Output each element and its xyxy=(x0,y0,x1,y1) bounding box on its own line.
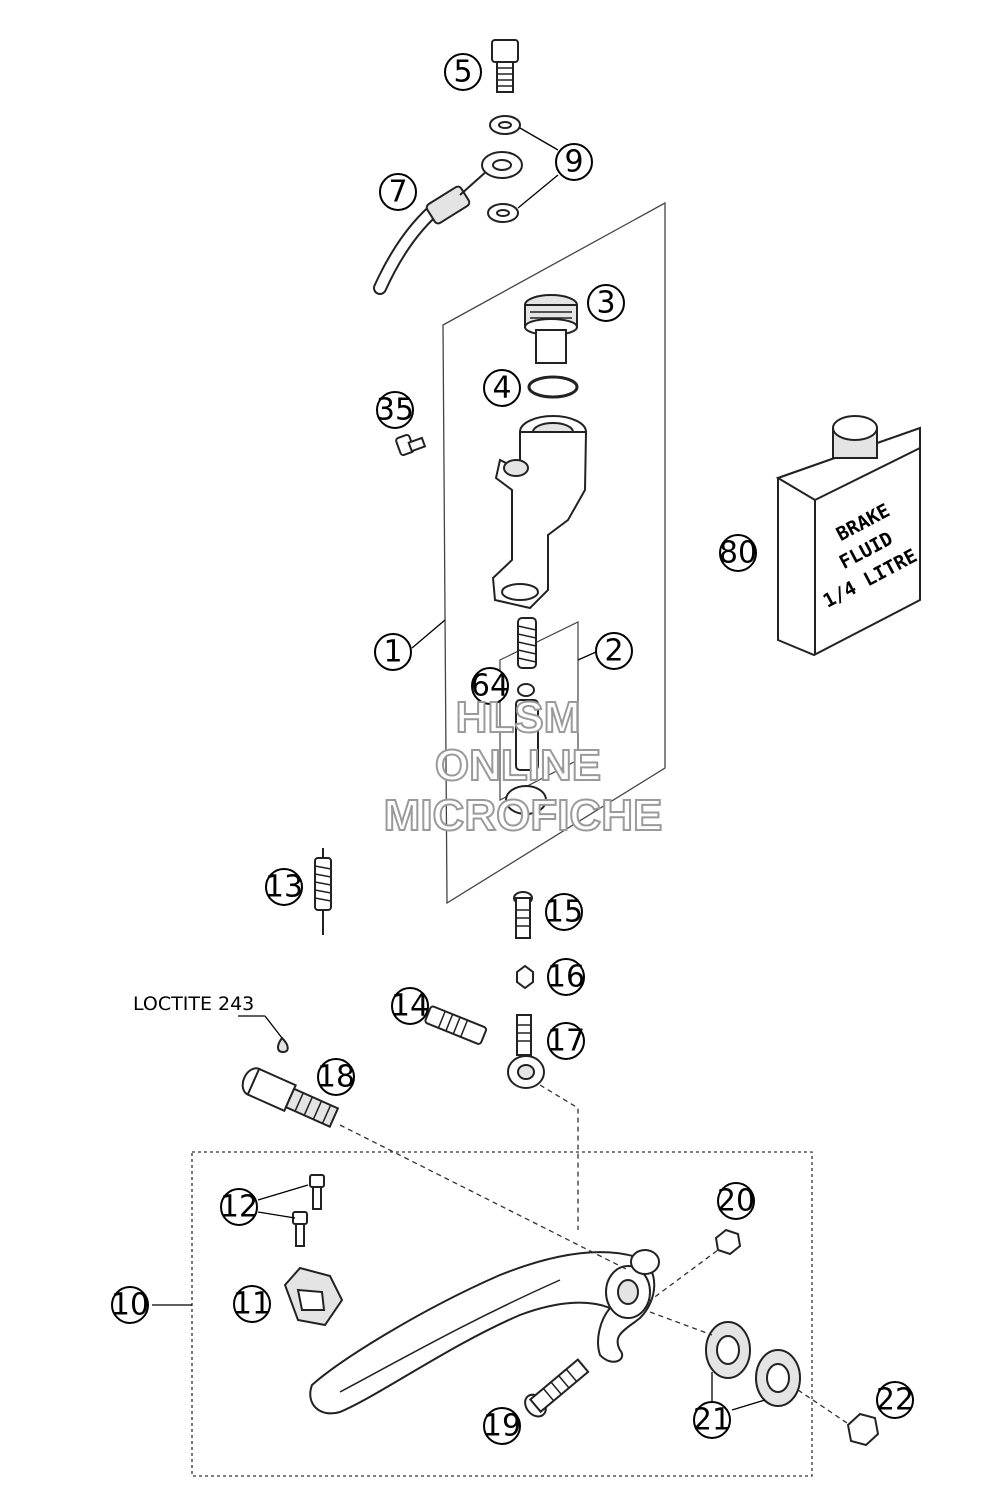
callout-64: 64 xyxy=(471,667,509,705)
brake-line-part xyxy=(373,151,523,295)
pedal-assembly-frame xyxy=(191,1151,813,1477)
svg-text:10: 10 xyxy=(111,1288,149,1323)
banjo-bolt-part xyxy=(491,39,519,93)
svg-text:12: 12 xyxy=(220,1190,258,1225)
svg-text:35: 35 xyxy=(376,393,414,428)
svg-text:9: 9 xyxy=(564,145,583,180)
callout-2: 2 xyxy=(595,632,633,670)
pedal-bolt-part xyxy=(241,1067,340,1128)
callout-20: 20 xyxy=(717,1182,755,1220)
brake-fluid-can-part: BRAKE FLUID 1/4 LITRE xyxy=(775,415,921,657)
watermark-line3: MICROFICHE xyxy=(384,791,663,840)
callout-13: 13 xyxy=(265,868,303,906)
svg-text:15: 15 xyxy=(545,895,583,930)
watermark-line1: HLSM xyxy=(456,693,581,742)
svg-text:19: 19 xyxy=(483,1409,521,1444)
reservoir-cap-part xyxy=(524,294,578,364)
nut-part xyxy=(516,964,534,990)
svg-text:11: 11 xyxy=(233,1287,271,1322)
watermark: HLSM ONLINE MICROFICHE xyxy=(383,692,664,841)
stop-bolt-part xyxy=(524,1358,590,1418)
callout-17: 17 xyxy=(547,1022,585,1060)
sealing-washers-part xyxy=(487,115,521,223)
pivot-nut-part xyxy=(846,1412,880,1447)
callout-11: 11 xyxy=(233,1285,271,1323)
svg-text:20: 20 xyxy=(717,1184,755,1219)
callout-5: 5 xyxy=(444,53,482,91)
callout-22: 22 xyxy=(876,1381,914,1419)
svg-text:4: 4 xyxy=(492,371,511,406)
pedal-tip-part xyxy=(283,1266,344,1327)
svg-text:1: 1 xyxy=(383,635,402,670)
piston-spring-part xyxy=(505,617,547,815)
svg-text:2: 2 xyxy=(604,634,623,669)
pivot-bolt-part xyxy=(424,1005,488,1045)
callout-19: 19 xyxy=(483,1407,521,1445)
svg-text:5: 5 xyxy=(453,55,472,90)
svg-text:80: 80 xyxy=(719,536,757,571)
callout-80: 80 xyxy=(719,534,757,572)
svg-text:22: 22 xyxy=(876,1383,914,1418)
callout-16: 16 xyxy=(547,958,585,996)
callout-4: 4 xyxy=(483,369,521,407)
svg-text:16: 16 xyxy=(547,960,585,995)
o-ring-part xyxy=(527,375,579,399)
callout-21: 21 xyxy=(693,1401,731,1439)
master-cylinder-part xyxy=(491,415,588,610)
clevis-part xyxy=(507,1014,545,1089)
callout-7: 7 xyxy=(379,173,417,211)
brake-pedal-arm-part xyxy=(309,1249,660,1415)
lock-nut-part xyxy=(714,1228,742,1256)
push-rod-part xyxy=(513,891,533,939)
callout-1: 1 xyxy=(374,633,412,671)
return-spring-part xyxy=(314,848,332,935)
pedal-tip-screws-part xyxy=(292,1174,325,1247)
bearings-part xyxy=(705,1321,801,1407)
callout-18: 18 xyxy=(317,1058,355,1096)
svg-text:21: 21 xyxy=(693,1403,731,1438)
svg-text:64: 64 xyxy=(471,669,509,704)
svg-text:17: 17 xyxy=(547,1024,585,1059)
loctite-drop-icon xyxy=(277,1036,289,1054)
callout-12: 12 xyxy=(220,1188,258,1226)
svg-text:14: 14 xyxy=(391,989,429,1024)
watermark-line2: ONLINE xyxy=(435,741,601,790)
callout-10: 10 xyxy=(111,1286,149,1324)
loctite-note: LOCTITE 243 xyxy=(133,993,254,1015)
svg-text:13: 13 xyxy=(265,870,303,905)
svg-text:3: 3 xyxy=(596,286,615,321)
callout-35: 35 xyxy=(376,391,414,429)
assembly-lines xyxy=(339,1084,851,1426)
svg-text:7: 7 xyxy=(388,175,407,210)
master-cylinder-kit-frame xyxy=(442,201,666,905)
callout-9: 9 xyxy=(555,143,593,181)
piston-kit-frame xyxy=(499,621,579,801)
callout-3: 3 xyxy=(587,284,625,322)
svg-text:18: 18 xyxy=(317,1060,355,1095)
callout-15: 15 xyxy=(545,893,583,931)
screw-part xyxy=(395,433,427,457)
callout-14: 14 xyxy=(391,987,429,1025)
leader-lines xyxy=(152,127,766,1411)
